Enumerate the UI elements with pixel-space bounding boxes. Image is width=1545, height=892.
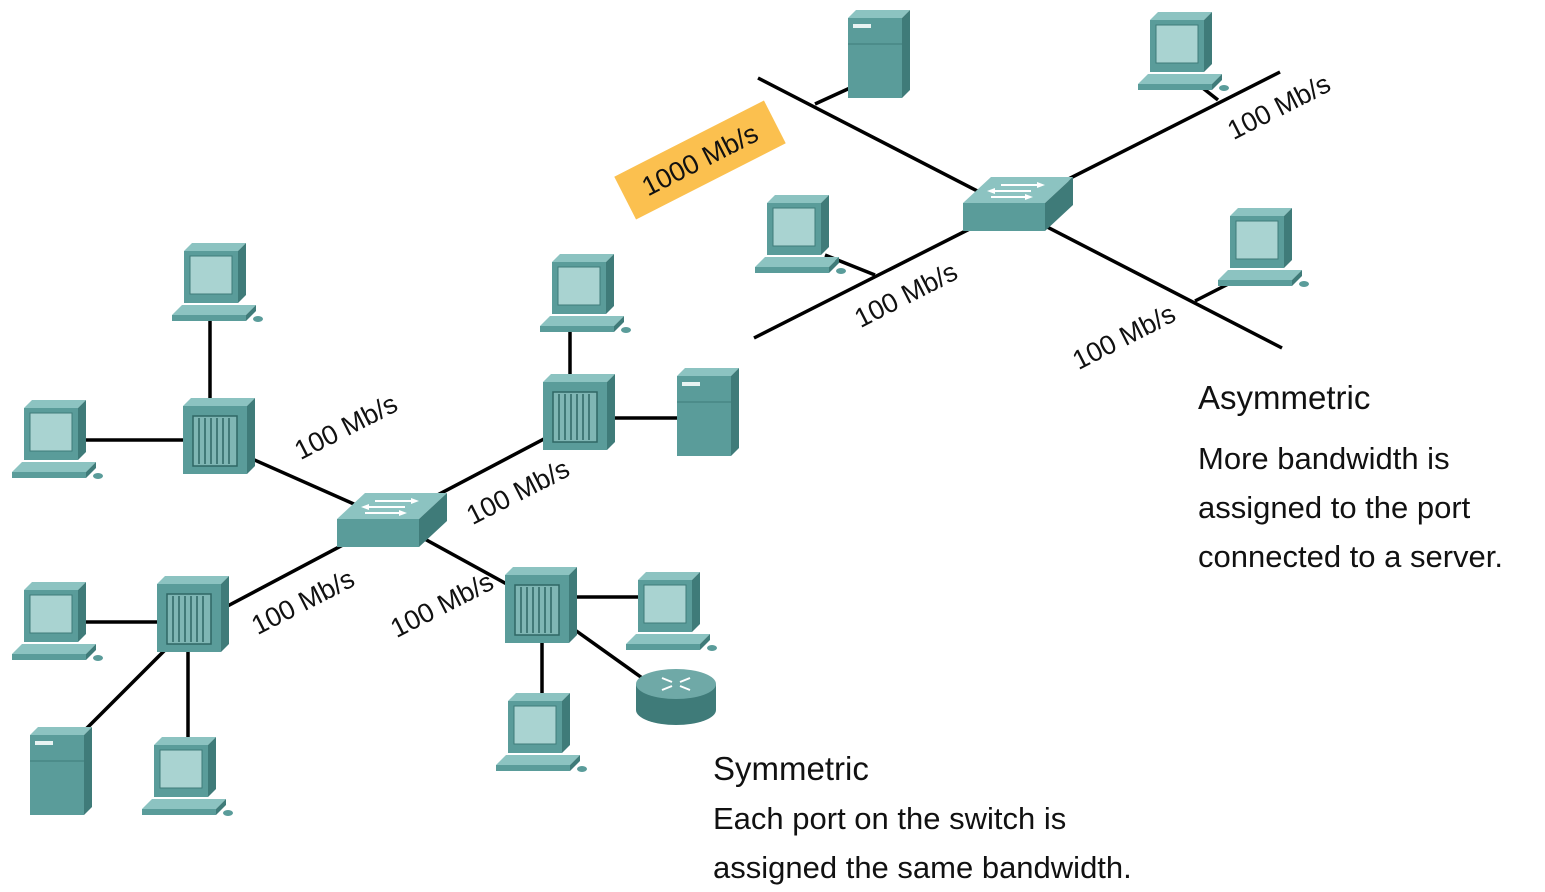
link-speed-label: 100 Mb/s: [290, 388, 403, 465]
server-icon: [29, 726, 93, 816]
hub-icon: [542, 373, 616, 451]
pc-icon: [754, 194, 847, 275]
pc-icon: [141, 736, 234, 817]
switch-icon: [962, 176, 1074, 232]
pc-icon: [1217, 207, 1310, 288]
link-speed-label: 100 Mb/s: [462, 453, 575, 530]
server-icon: [676, 367, 740, 457]
symmetric-network: 100 Mb/s 100 Mb/s 100 Mb/s 100 Mb/s: [11, 242, 740, 817]
switch-icon: [336, 492, 448, 548]
hub-icon: [156, 575, 230, 653]
asymmetric-network: 1000 Mb/s 100 Mb/s 100 Mb/s 100 Mb/s: [614, 9, 1336, 376]
hub-icon: [182, 397, 256, 475]
symmetric-title: Symmetric: [713, 750, 869, 787]
pc-icon: [171, 242, 264, 323]
symmetric-description: Each port on the switch is assigned the …: [713, 794, 1132, 892]
asymmetric-description: More bandwidth is assigned to the port c…: [1198, 434, 1503, 581]
link-speed-label: 100 Mb/s: [1223, 68, 1336, 145]
router-icon: [635, 668, 717, 726]
pc-icon: [1137, 11, 1230, 92]
link-speed-label: 100 Mb/s: [1068, 298, 1181, 375]
description-line: connected to a server.: [1198, 539, 1504, 574]
link-speed-label: 100 Mb/s: [386, 566, 499, 643]
server-icon: [847, 9, 911, 99]
description-line: assigned to the port: [1198, 490, 1471, 525]
link-speed-label: 100 Mb/s: [850, 256, 963, 333]
asymmetric-title: Asymmetric: [1198, 379, 1371, 416]
description-line: assigned the same bandwidth.: [713, 850, 1132, 885]
highlight-box: [614, 100, 786, 220]
description-line: Each port on the switch is: [713, 801, 1067, 836]
pc-icon: [495, 692, 588, 773]
pc-icon: [539, 253, 632, 334]
link-speed-label: 100 Mb/s: [247, 563, 360, 640]
pc-icon: [625, 571, 718, 652]
hub-icon: [504, 566, 578, 644]
description-line: More bandwidth is: [1198, 441, 1450, 476]
server-link-speed-label: 1000 Mb/s: [614, 100, 786, 220]
